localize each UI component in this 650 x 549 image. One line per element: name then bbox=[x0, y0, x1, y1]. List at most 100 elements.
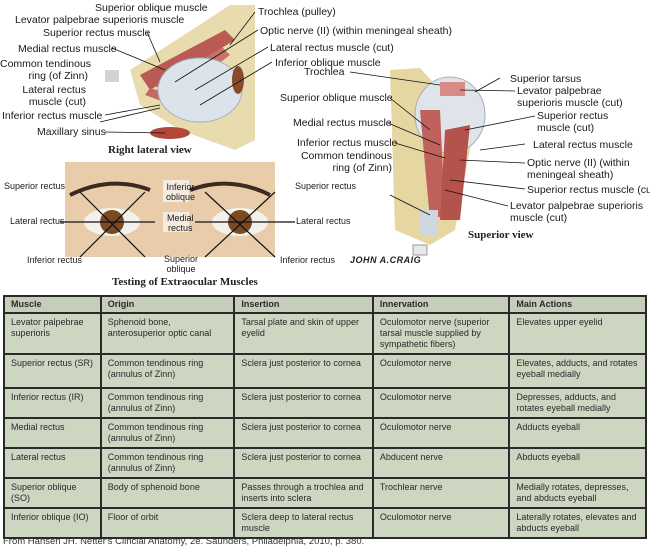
anatomy-illustrations bbox=[60, 5, 536, 258]
column-header-origin: Origin bbox=[99, 295, 236, 314]
label-superior-rectus-muscle-cut: Superior rectus muscle (cut) bbox=[527, 184, 650, 196]
column-header-muscle: Muscle bbox=[3, 295, 102, 314]
caption-right-lateral-view: Right lateral view bbox=[108, 144, 192, 156]
label-line: meningeal sheath) bbox=[527, 169, 614, 181]
cell-main-actions: Depresses, adducts, and rotates eyeball … bbox=[508, 387, 647, 419]
cell-innervation: Oculomotor nerve bbox=[371, 353, 511, 389]
cell-innervation: Abducent nerve bbox=[371, 447, 511, 479]
cell-muscle: Superior oblique (SO) bbox=[3, 477, 102, 509]
label-maxillary-sinus: Maxillary sinus bbox=[37, 126, 106, 138]
label-line: rectus bbox=[168, 223, 193, 233]
column-header-insertion: Insertion bbox=[233, 295, 374, 314]
cell-origin: Common tendinous ring (annulus of Zinn) bbox=[99, 353, 236, 389]
cell-origin: Sphenoid bone, anterosuperior optic cana… bbox=[99, 312, 236, 355]
label-superior-rectus-left: Superior rectus bbox=[4, 181, 66, 191]
label-inferior-rectus-right: Inferior rectus bbox=[280, 255, 336, 265]
cell-muscle: Medial rectus bbox=[3, 417, 102, 449]
label-inferior-rectus-left: Inferior rectus bbox=[27, 255, 83, 265]
cell-insertion: Sclera just posterior to cornea bbox=[233, 353, 374, 389]
cell-innervation: Oculomotor nerve (superior tarsal muscle… bbox=[371, 312, 511, 355]
label-line: Medial bbox=[167, 213, 194, 223]
cell-insertion: Sclera just posterior to cornea bbox=[233, 447, 374, 479]
cell-insertion: Tarsal plate and skin of upper eyelid bbox=[233, 312, 374, 355]
label-line: muscle (cut) bbox=[537, 122, 595, 134]
eyes-photo-illustration bbox=[65, 162, 275, 257]
label-line: Inferior bbox=[166, 182, 195, 192]
label-lateral-rectus-muscle-sv: Lateral rectus muscle bbox=[533, 139, 633, 151]
cell-origin: Body of sphenoid bone bbox=[99, 477, 236, 509]
label-line: Levator palpebrae bbox=[517, 85, 602, 97]
cell-main-actions: Elevates, adducts, and rotates eyeball m… bbox=[508, 353, 647, 389]
cell-main-actions: Laterally rotates, elevates and abducts … bbox=[508, 507, 647, 539]
cell-insertion: Passes through a trochlea and inserts in… bbox=[233, 477, 374, 509]
cell-muscle: Inferior oblique (IO) bbox=[3, 507, 102, 539]
cell-muscle: Levator palpebrae superioris bbox=[3, 312, 102, 355]
label-inferior-oblique-muscle: Inferior oblique muscle bbox=[275, 57, 381, 69]
lateral-view-illustration bbox=[105, 5, 255, 150]
table-header-row: Muscle Origin Insertion Innervation Main… bbox=[3, 295, 647, 314]
label-superior-oblique-muscle-sv: Superior oblique muscle bbox=[280, 92, 393, 104]
label-inferior-rectus-muscle-sv: Inferior rectus muscle bbox=[297, 137, 398, 149]
caption-superior-view: Superior view bbox=[468, 229, 534, 241]
label-medial-rectus-muscle: Medial rectus muscle bbox=[18, 43, 117, 55]
table-row: Inferior rectus (IR)Common tendinous rin… bbox=[3, 387, 647, 419]
table-row: Superior oblique (SO)Body of sphenoid bo… bbox=[3, 477, 647, 509]
cell-main-actions: Adducts eyeball bbox=[508, 417, 647, 449]
cell-innervation: Trochlear nerve bbox=[371, 477, 511, 509]
label-line: Levator palpebrae superioris bbox=[510, 200, 644, 212]
label-trochlea-pulley: Trochlea (pulley) bbox=[258, 6, 336, 18]
cell-origin: Common tendinous ring (annulus of Zinn) bbox=[99, 417, 236, 449]
cell-insertion: Sclera deep to lateral rectus muscle bbox=[233, 507, 374, 539]
table-row: Superior rectus (SR)Common tendinous rin… bbox=[3, 353, 647, 389]
column-header-innervation: Innervation bbox=[371, 295, 511, 314]
label-line: oblique bbox=[166, 264, 196, 274]
cell-origin: Common tendinous ring (annulus of Zinn) bbox=[99, 447, 236, 479]
label-levator-palpebrae: Levator palpebrae superioris muscle bbox=[15, 14, 185, 26]
label-optic-nerve: Optic nerve (II) (within meningeal sheat… bbox=[260, 25, 452, 37]
cell-innervation: Oculomotor nerve bbox=[371, 387, 511, 419]
label-lateral-rectus-left: Lateral rectus bbox=[10, 216, 65, 226]
label-line: oblique bbox=[166, 192, 196, 202]
label-line: muscle (cut) bbox=[510, 212, 568, 224]
label-superior-tarsus: Superior tarsus bbox=[510, 73, 582, 85]
label-inferior-rectus-muscle: Inferior rectus muscle bbox=[2, 110, 103, 122]
source-citation: From Hansen JH. Netter's Clincial Anatom… bbox=[3, 536, 365, 547]
cell-muscle: Inferior rectus (IR) bbox=[3, 387, 102, 419]
label-superior-rectus-muscle: Superior rectus muscle bbox=[43, 27, 151, 39]
cell-main-actions: Abducts eyeball bbox=[508, 447, 647, 479]
label-lateral-rectus-right: Lateral rectus bbox=[296, 216, 351, 226]
superior-view-illustration bbox=[390, 68, 486, 256]
label-line: muscle (cut) bbox=[28, 96, 86, 108]
cell-insertion: Sclera just posterior to cornea bbox=[233, 417, 374, 449]
cell-main-actions: Elevates upper eyelid bbox=[508, 312, 647, 355]
label-superior-rectus-right: Superior rectus bbox=[295, 181, 357, 191]
label-lateral-rectus-muscle-cut: Lateral rectus muscle (cut) bbox=[270, 42, 394, 54]
label-superior-oblique-muscle: Superior oblique muscle bbox=[95, 2, 208, 14]
label-line: Superior rectus bbox=[537, 110, 609, 122]
extraocular-muscles-table: Muscle Origin Insertion Innervation Main… bbox=[3, 295, 647, 539]
cell-muscle: Superior rectus (SR) bbox=[3, 353, 102, 389]
label-line: ring (of Zinn) bbox=[332, 162, 392, 174]
cell-main-actions: Medially rotates, depresses, and abducts… bbox=[508, 477, 647, 509]
cell-insertion: Sclera just posterior to cornea bbox=[233, 387, 374, 419]
label-trochlea: Trochlea bbox=[304, 66, 345, 78]
cell-origin: Floor of orbit bbox=[99, 507, 236, 539]
label-line: Common tendinous bbox=[0, 58, 92, 70]
cell-innervation: Oculomotor nerve bbox=[371, 417, 511, 449]
label-line: superioris muscle (cut) bbox=[517, 97, 623, 109]
cell-muscle: Lateral rectus bbox=[3, 447, 102, 479]
label-line: Superior bbox=[164, 254, 199, 264]
